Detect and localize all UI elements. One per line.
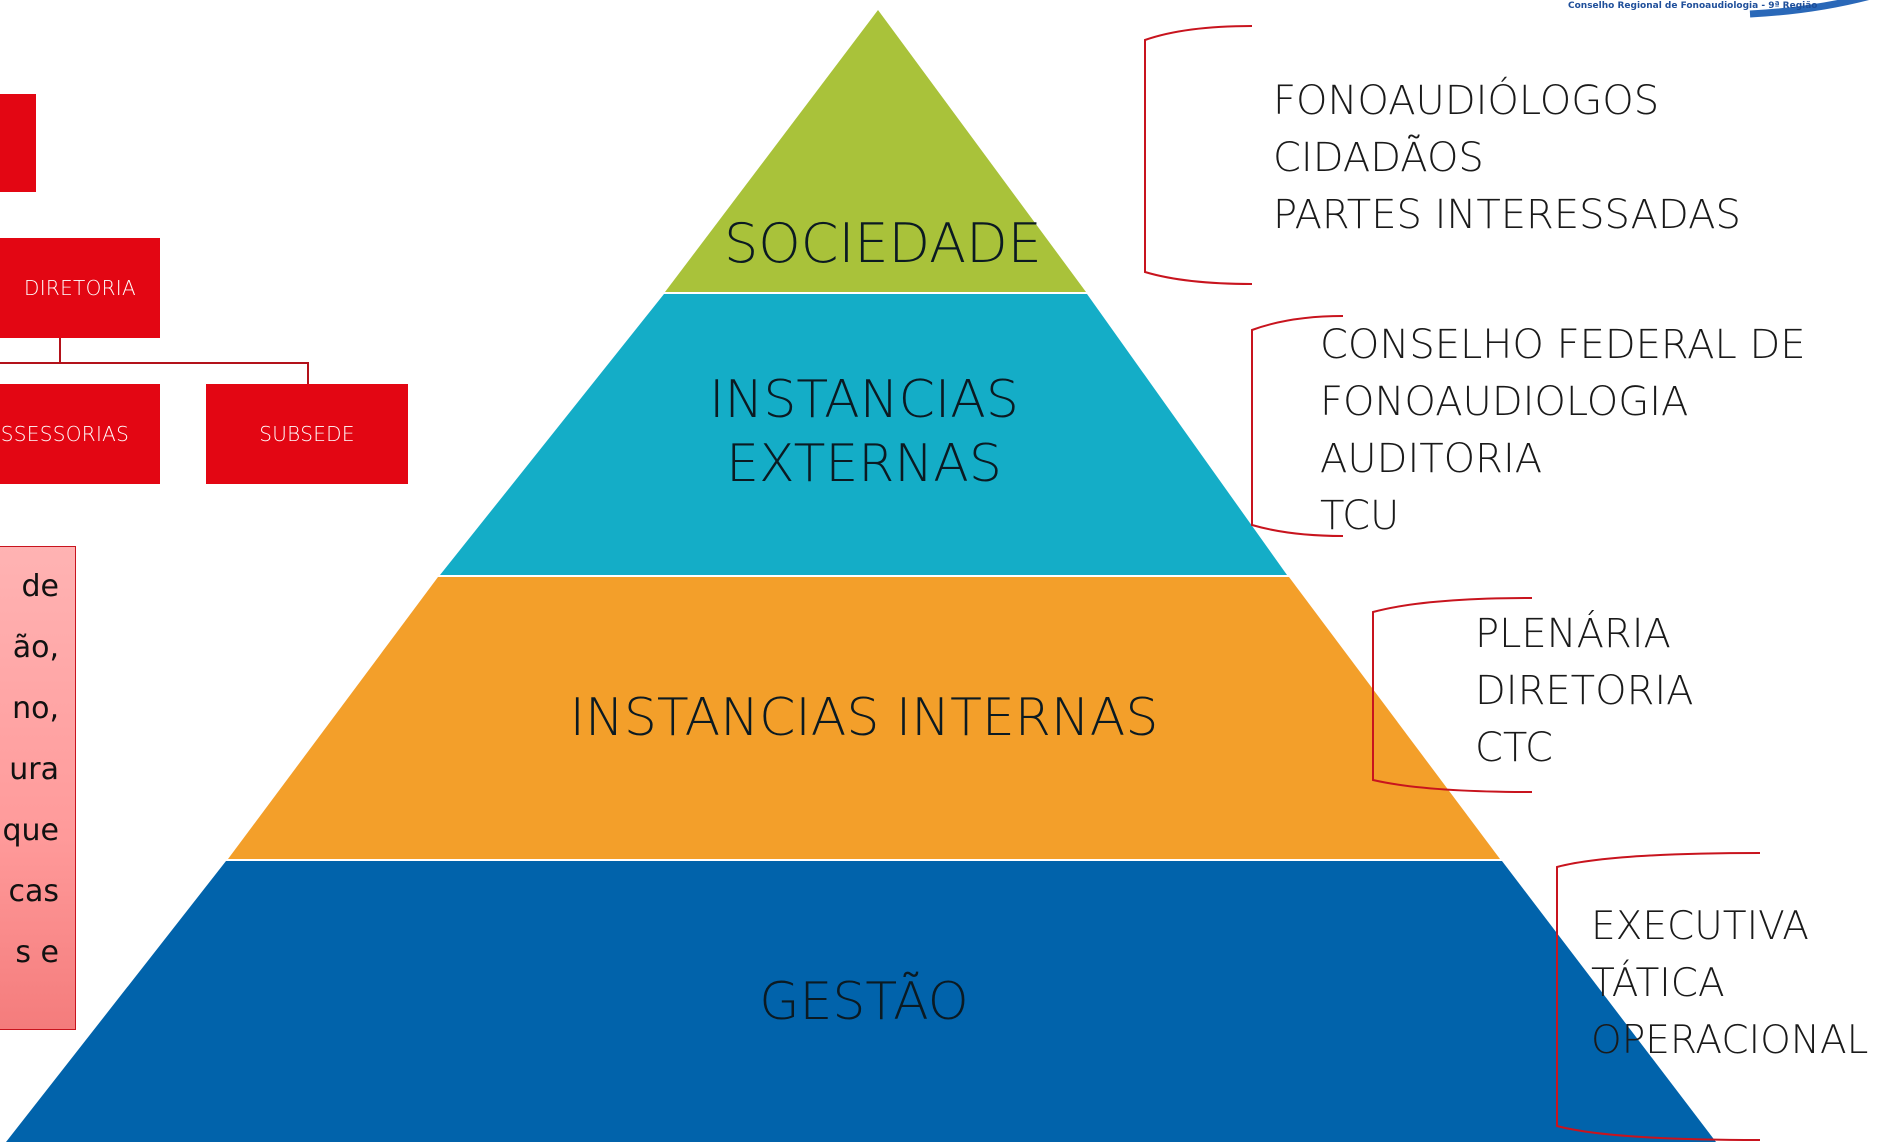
side-item: CIDADÃOS [1273,135,1484,181]
logo-caption: Conselho Regional de Fonoaudiologia - 9ª… [1568,1,1818,11]
note-box: de ão, no, ura que cas s e [0,546,76,1030]
note-line: de [21,569,60,604]
org-connector-v1 [59,338,61,362]
note-line: ura [9,752,59,787]
note-line: cas [8,874,59,909]
note-line: que [2,813,59,848]
side-item: FONOAUDIOLOGIA [1320,379,1689,425]
note-line: s e [15,935,59,970]
org-box-diretoria: DIRETORIA [0,238,160,338]
side-list-externas: CONSELHO FEDERAL DE FONOAUDIOLOGIA AUDIT… [1320,317,1806,545]
side-item: PLENÁRIA [1475,611,1671,657]
side-item: PARTES INTERESSADAS [1273,192,1741,238]
side-item: DIRETORIA [1475,668,1694,714]
tier-label-sociedade: SOCIEDADE [724,212,1042,275]
tier-label-gestao: GESTÃO [759,972,969,1032]
side-item: CONSELHO FEDERAL DE [1320,322,1806,368]
pyramid-tier-gestao [6,861,1716,1142]
org-box-top [0,94,36,192]
org-box-subsede: SUBSEDE [206,384,408,484]
org-box-assessorias-label: ASSESSORIAS [0,422,130,446]
side-item: TÁTICA [1591,961,1725,1006]
side-item: TCU [1320,493,1400,539]
side-list-gestao: EXECUTIVA TÁTICA OPERACIONAL [1591,898,1868,1069]
note-line: ão, [12,630,59,665]
org-box-subsede-label: SUBSEDE [259,422,355,446]
org-box-assessorias: ASSESSORIAS [0,384,160,484]
side-item: FONOAUDIÓLOGOS [1273,78,1660,124]
tier-label-externas-line1: INSTANCIAS [709,370,1019,430]
org-box-diretoria-label: DIRETORIA [24,276,136,300]
pyramid-tier-internas [228,577,1500,859]
tier-label-externas-line2: EXTERNAS [726,434,1002,494]
side-list-internas: PLENÁRIA DIRETORIA CTC [1475,606,1694,777]
side-item: OPERACIONAL [1591,1018,1869,1063]
side-item: CTC [1475,725,1553,771]
side-list-sociedade: FONOAUDIÓLOGOS CIDADÃOS PARTES INTERESSA… [1273,73,1741,244]
org-connector-h [0,362,309,364]
note-line: no, [12,691,59,726]
tier-label-internas: INSTANCIAS INTERNAS [569,688,1159,748]
side-item: EXECUTIVA [1591,904,1809,949]
pyramid-tier-externas [440,294,1287,575]
pyramid-tier-sociedade [665,10,1086,292]
side-item: AUDITORIA [1320,436,1543,482]
org-connector-v2 [307,362,309,384]
